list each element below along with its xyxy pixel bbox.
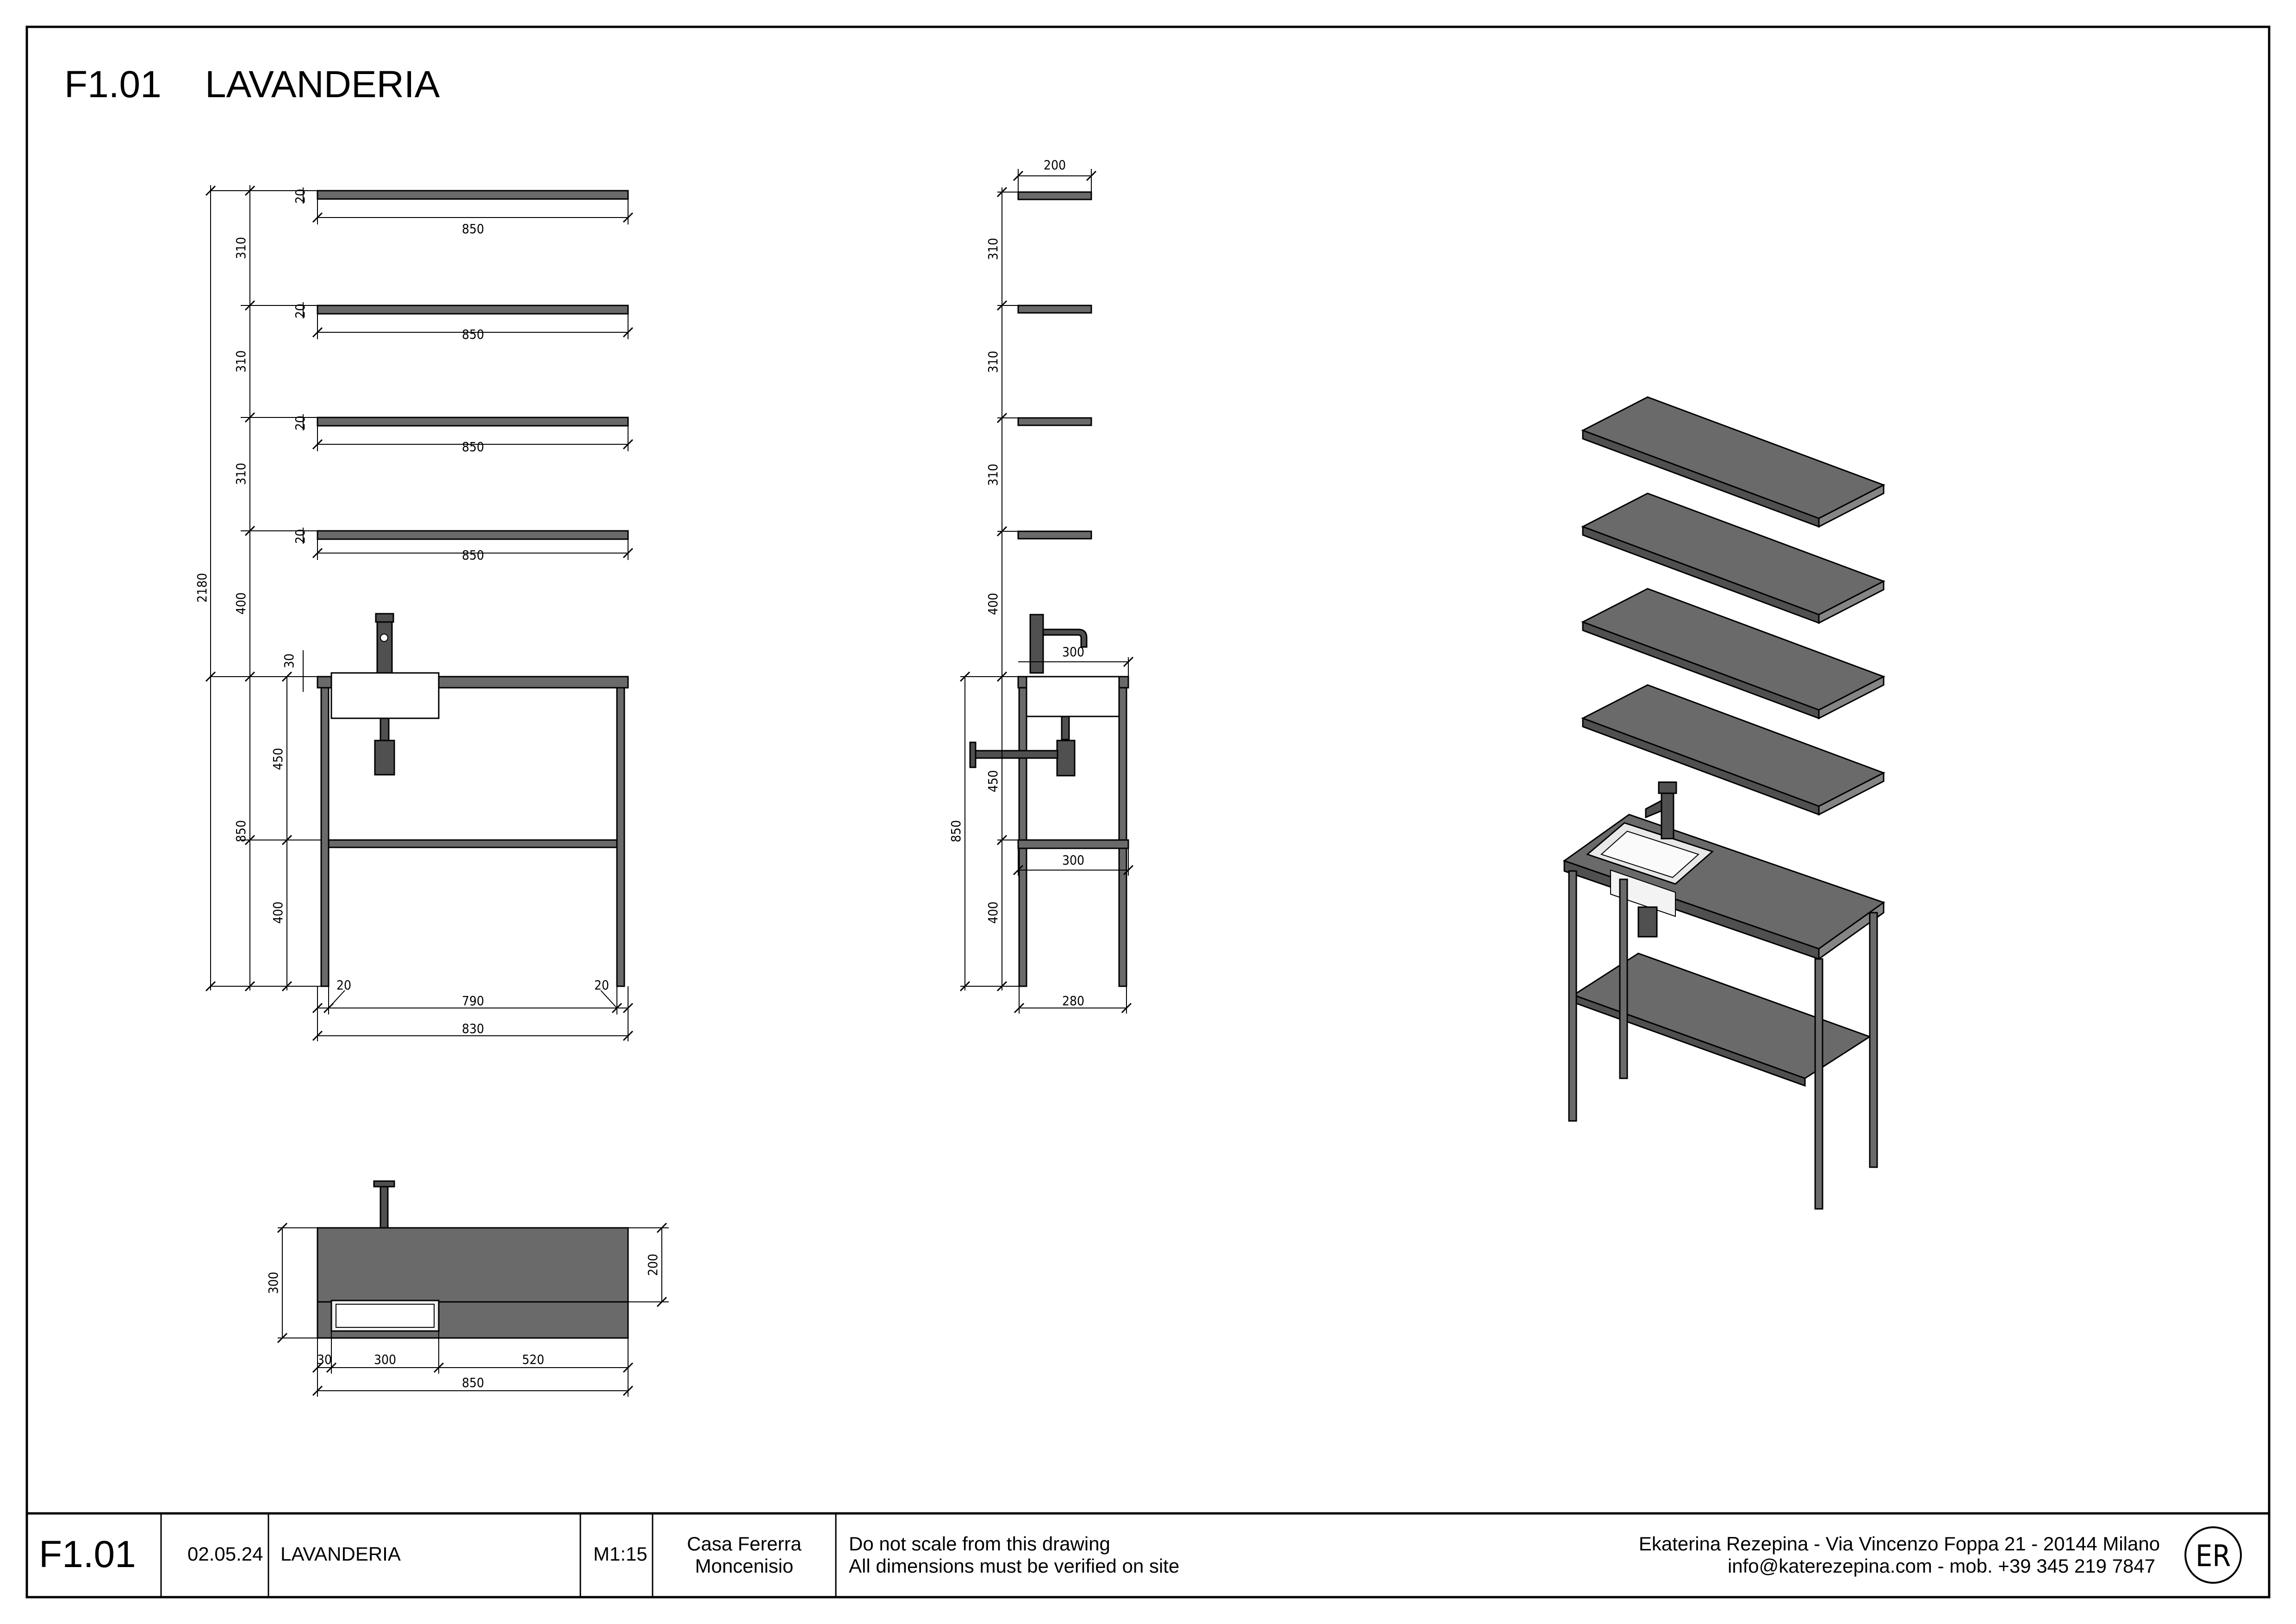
side-dim-shelf-depth: 200 xyxy=(1044,157,1066,173)
front-shelf-1 xyxy=(317,190,629,200)
front-leg-left xyxy=(320,687,330,987)
side-wall-flange xyxy=(969,741,977,768)
side-dim-top-depth: 300 xyxy=(1062,644,1084,660)
side-dim-gap-1: 310 xyxy=(985,238,1001,260)
sheet-border xyxy=(25,25,2271,1599)
side-faucet-spout xyxy=(1042,628,1088,648)
side-drain-trap xyxy=(1056,740,1076,777)
front-shelf-3 xyxy=(317,417,629,427)
front-dim-gap-1: 310 xyxy=(233,237,249,259)
front-dim-inner-width: 790 xyxy=(462,993,484,1008)
side-shelf-2 xyxy=(1017,305,1092,314)
plan-faucet-stem xyxy=(380,1184,389,1229)
front-dim-total-height: 2180 xyxy=(194,573,210,603)
front-sink-basin xyxy=(330,672,440,719)
iso-lower-shelf xyxy=(1572,952,1872,1087)
front-dim-shelf-width-3: 850 xyxy=(462,439,484,454)
side-dim-gap-above-top: 400 xyxy=(985,593,1001,615)
side-dim-table-height: 850 xyxy=(948,820,964,842)
tb-note-line1: Do not scale from this drawing xyxy=(849,1533,1110,1555)
front-dim-upper-frame: 450 xyxy=(270,748,286,770)
iso-leg-back-left xyxy=(1619,878,1628,1079)
tb-code: F1.01 xyxy=(39,1533,136,1575)
front-dim-shelf-thickness-1: 20 xyxy=(292,189,308,204)
front-dim-shelf-width-2: 850 xyxy=(462,327,484,342)
front-view: 850 850 850 850 20 20 20 20 30 310 310 3… xyxy=(194,185,634,1041)
side-dim-upper-frame: 450 xyxy=(985,770,1001,792)
front-faucet-body xyxy=(376,614,393,674)
front-dim-shelf-width-1: 850 xyxy=(462,221,484,236)
tb-name: LAVANDERIA xyxy=(280,1543,401,1565)
front-dim-shelf-width-4: 850 xyxy=(462,548,484,563)
side-wall-pipe xyxy=(973,750,1058,759)
side-leg-left xyxy=(1018,687,1027,987)
front-shelf-2 xyxy=(317,305,629,315)
iso-leg-front-left xyxy=(1568,870,1577,1122)
side-view: 200 310 310 310 400 450 400 850 300 300 … xyxy=(948,157,1134,1014)
iso-shelf-2 xyxy=(1581,492,1885,624)
front-dim-gap-2: 310 xyxy=(233,350,249,373)
isometric-view xyxy=(1562,396,1885,1210)
plan-sink-inner xyxy=(336,1304,435,1328)
front-lower-bar xyxy=(328,839,618,848)
plan-dim-shelf-depth: 200 xyxy=(645,1254,660,1276)
front-leg-right xyxy=(616,687,625,987)
plan-faucet-head xyxy=(373,1180,395,1188)
logo-monogram: ER xyxy=(2196,1539,2231,1574)
side-dim-gap-2: 310 xyxy=(985,351,1001,373)
front-dim-shelf-thickness-3: 20 xyxy=(292,416,308,430)
side-dim-lower-shelf-depth: 300 xyxy=(1062,852,1084,868)
front-faucet-knob xyxy=(380,634,388,642)
front-dim-table-height: 850 xyxy=(233,820,249,842)
tb-project-line2: Moncenisio xyxy=(695,1555,794,1577)
front-dim-leg-left: 20 xyxy=(336,977,351,993)
side-shelf-1 xyxy=(1017,191,1092,200)
side-dim-lower-frame: 400 xyxy=(985,902,1001,924)
front-dim-outer-width: 830 xyxy=(462,1021,484,1036)
plan-dim-rest-width: 520 xyxy=(522,1352,544,1367)
side-shelf-3 xyxy=(1017,417,1092,426)
front-dim-leg-right: 20 xyxy=(594,977,609,993)
front-dim-top-thickness: 30 xyxy=(281,653,297,668)
plan-dim-offset: 30 xyxy=(317,1352,332,1367)
iso-shelf-1 xyxy=(1581,396,1885,528)
sheet-code: F1.01 xyxy=(64,63,162,106)
front-dim-lower-frame: 400 xyxy=(270,902,286,924)
plan-view: 300 200 30 300 520 850 xyxy=(266,1180,669,1397)
front-faucet-lever xyxy=(375,613,394,623)
tb-scale: M1:15 xyxy=(593,1543,647,1565)
front-drain-trap xyxy=(374,740,395,776)
front-drain-pipe xyxy=(380,717,390,742)
sheet-title: LAVANDERIA xyxy=(205,63,440,106)
side-lower-shelf xyxy=(1017,839,1129,849)
side-drain-pipe xyxy=(1061,716,1070,740)
side-dim-gap-3: 310 xyxy=(985,464,1001,486)
side-sink-basin xyxy=(1026,676,1120,717)
tb-studio-line2: info@katerezepina.com - mob. +39 345 219… xyxy=(1727,1555,2155,1577)
front-shelf-4 xyxy=(317,530,629,540)
tb-project-line1: Casa Fererra xyxy=(687,1533,802,1555)
side-leg-right xyxy=(1118,687,1127,987)
front-dim-shelf-thickness-4: 20 xyxy=(292,529,308,544)
iso-faucet xyxy=(1645,781,1677,840)
plan-dim-sink-width: 300 xyxy=(374,1352,396,1367)
side-faucet-body xyxy=(1029,614,1044,674)
iso-shelf-4 xyxy=(1581,684,1885,816)
front-dim-gap-3: 310 xyxy=(233,463,249,485)
front-dim-gap-above-top: 400 xyxy=(233,592,249,615)
tb-note-line2: All dimensions must be verified on site xyxy=(849,1555,1180,1577)
iso-leg-back-right xyxy=(1869,912,1878,1168)
iso-shelf-3 xyxy=(1581,588,1885,720)
plan-dim-depth: 300 xyxy=(266,1272,281,1294)
title-block xyxy=(160,1513,837,1597)
front-dim-shelf-thickness-2: 20 xyxy=(292,304,308,318)
tb-date: 02.05.24 xyxy=(187,1543,263,1565)
plan-dim-total-width: 850 xyxy=(462,1375,484,1390)
iso-leg-front-right xyxy=(1814,958,1823,1210)
side-shelf-4 xyxy=(1017,530,1092,540)
side-dim-frame-depth: 280 xyxy=(1062,993,1084,1008)
tb-studio-line1: Ekaterina Rezepina - Via Vincenzo Foppa … xyxy=(1638,1533,2160,1555)
studio-logo: ER xyxy=(2184,1526,2242,1584)
